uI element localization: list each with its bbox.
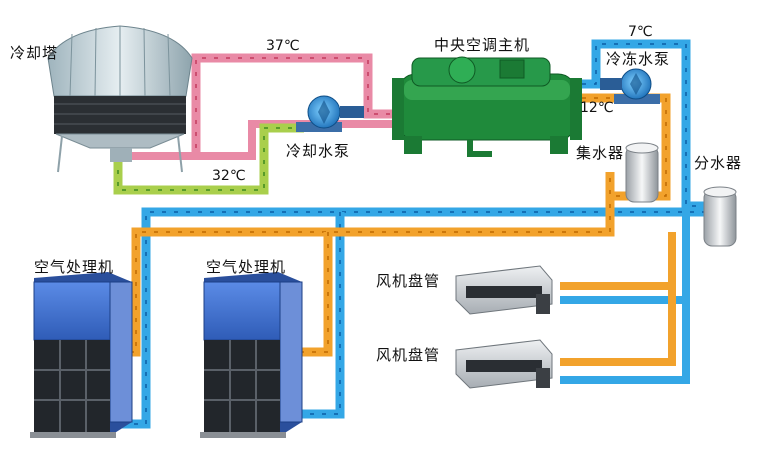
cooling-water-pump (296, 95, 364, 132)
cooling-tower-label: 冷却塔 (10, 44, 59, 62)
air-handling-unit-1 (30, 272, 133, 438)
temp-32c-label: 32℃ (212, 168, 246, 184)
fcu-1-label: 风机盘管 (376, 272, 441, 290)
temp-37c-label: 37℃ (266, 38, 300, 54)
water-collector-tank (625, 142, 659, 203)
temp-12c-label: 12℃ (580, 100, 614, 116)
fan-coil-unit-1 (455, 265, 553, 315)
fcu-2-label: 风机盘管 (376, 346, 441, 364)
fan-coil-unit-2 (455, 339, 553, 389)
cooling-pump-label: 冷却水泵 (286, 142, 351, 160)
chilled-pump-label: 冷冻水泵 (606, 50, 671, 68)
ahu-2-label: 空气处理机 (206, 258, 287, 276)
cooling-tower (47, 25, 193, 173)
ahu-1-label: 空气处理机 (34, 258, 115, 276)
air-handling-unit-2 (200, 272, 303, 438)
distributor-label: 分水器 (694, 154, 743, 172)
collector-label: 集水器 (576, 144, 625, 162)
temp-7c-label: 7℃ (628, 24, 653, 40)
central-chiller (392, 56, 582, 157)
chiller-label: 中央空调主机 (434, 36, 531, 54)
chilled-water-pump (600, 68, 660, 104)
water-distributor-tank (703, 186, 737, 247)
